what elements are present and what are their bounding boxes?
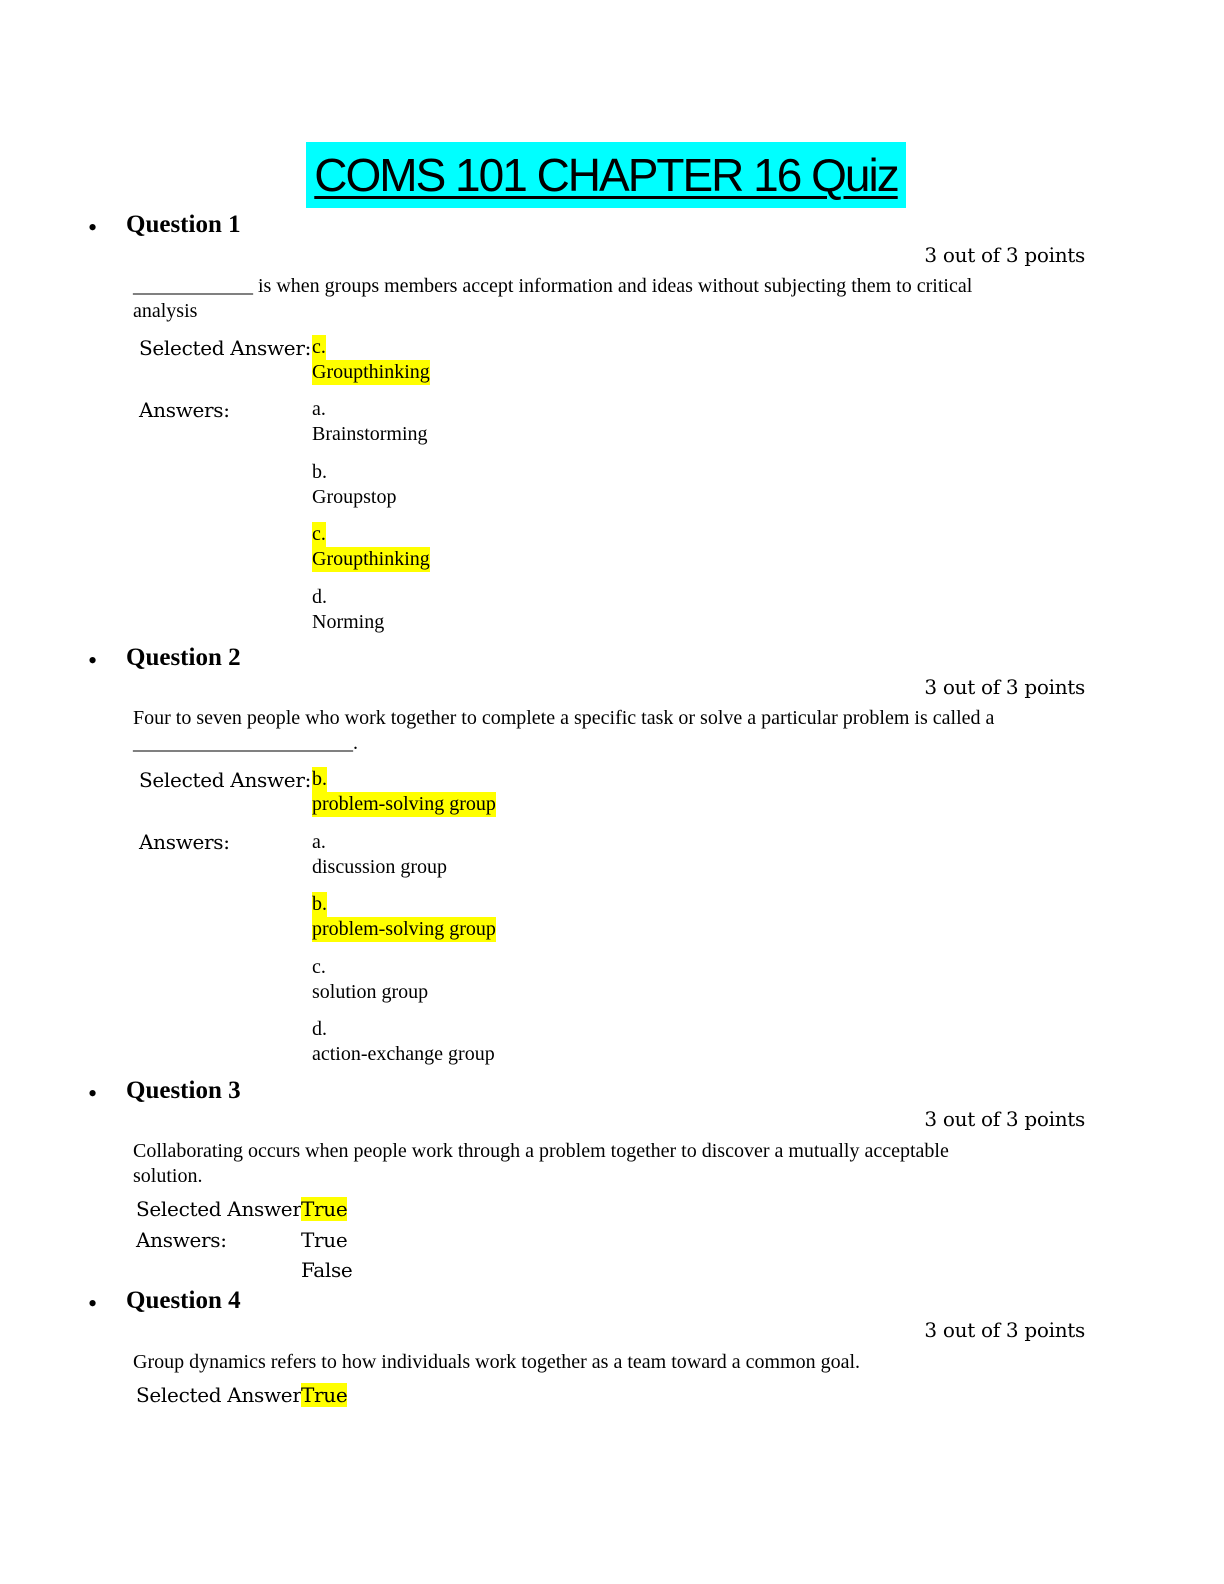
option-letter: d. [312,586,327,608]
question-1-selected-answer: c. Groupthinking [312,335,430,385]
option-text: action-exchange group [312,1043,495,1065]
selected-answer-label: Selected Answer: [136,1197,309,1221]
option-letter: d. [312,1018,327,1040]
option-letter: c. [312,335,326,360]
question-1-points: 3 out of 3 points [924,243,1085,267]
question-1-option-b: b. Groupstop [312,460,396,510]
option-letter: b. [312,461,327,483]
bullet: • [88,1079,98,1108]
option-text: discussion group [312,856,447,878]
question-2-heading: Question 2 [126,644,241,671]
page-title: COMS 101 CHAPTER 16 Quiz [306,142,906,208]
option-letter: b. [312,767,327,792]
question-3-option-true: True [301,1228,348,1252]
question-4-selected-answer: True [301,1383,348,1407]
option-text: solution group [312,981,429,1003]
answers-label: Answers: [136,1228,227,1252]
option-letter: a. [312,398,326,420]
question-2-selected-answer: b. problem-solving group [312,767,496,817]
question-3-text: Collaborating occurs when people work th… [133,1140,949,1187]
answers-label: Answers: [139,830,230,854]
option-text: problem-solving group [312,917,496,942]
option-text: Groupstop [312,486,397,508]
question-2-option-a: a. discussion group [312,830,447,880]
option-letter: a. [312,831,326,853]
option-letter: b. [312,892,327,917]
question-3-selected-answer: True [301,1197,348,1221]
bullet: • [88,213,98,242]
option-letter: c. [312,956,326,978]
question-3-option-false: False [301,1258,353,1282]
selected-answer-label: Selected Answer: [139,336,312,360]
bullet: • [88,1289,98,1318]
option-text: Groupthinking [312,547,430,572]
question-1-option-c: c. Groupthinking [312,522,430,572]
answers-label: Answers: [139,398,230,422]
bullet: • [88,646,98,675]
question-1-option-d: d. Norming [312,585,384,635]
question-4-heading: Question 4 [126,1287,241,1314]
option-letter: c. [312,522,326,547]
question-4-points: 3 out of 3 points [924,1318,1085,1342]
selected-answer-label: Selected Answer: [136,1383,309,1407]
selected-answer-label: Selected Answer: [139,768,312,792]
question-1-text: ____________ is when groups members acce… [133,275,973,322]
option-text: Norming [312,611,385,633]
question-3-heading: Question 3 [126,1077,241,1104]
question-1-heading: Question 1 [126,211,241,238]
question-2-option-b: b. problem-solving group [312,892,496,942]
question-4-text: Group dynamics refers to how individuals… [133,1351,861,1373]
question-2-option-d: d. action-exchange group [312,1017,495,1067]
question-2-points: 3 out of 3 points [924,675,1085,699]
option-text: Brainstorming [312,423,428,445]
question-2-text: Four to seven people who work together t… [133,707,995,754]
option-text: Groupthinking [312,360,430,385]
question-1-option-a: a. Brainstorming [312,397,428,447]
question-3-points: 3 out of 3 points [924,1107,1085,1131]
question-2-option-c: c. solution group [312,955,428,1005]
option-text: problem-solving group [312,792,496,817]
